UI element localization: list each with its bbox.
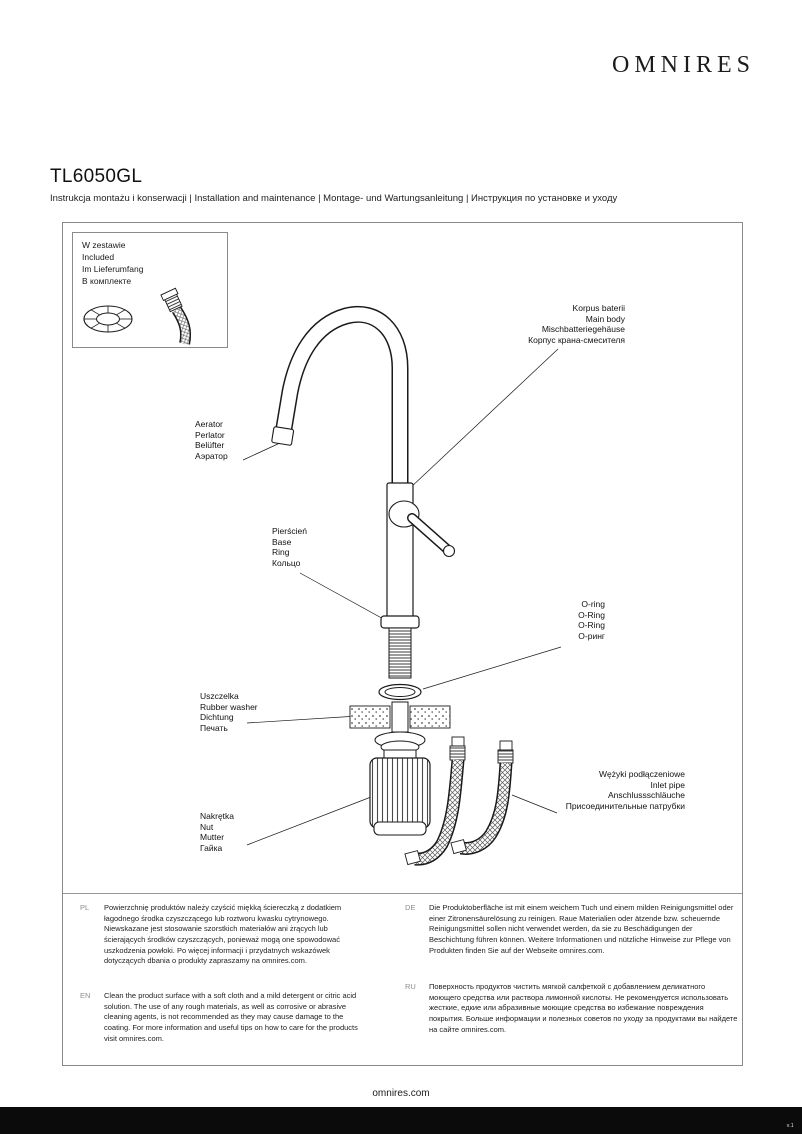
included-line-ru: В комплекте: [82, 275, 132, 286]
footer-website: omnires.com: [372, 1088, 430, 1099]
subtitle: Instrukcja montażu i konserwacji | Insta…: [50, 193, 618, 204]
part-label-line: Гайка: [200, 842, 223, 853]
part-label-line: Korpus baterii: [572, 303, 625, 313]
care-note-text-pl: Powierzchnię produktów należy czyścić mi…: [104, 903, 342, 966]
part-label-line: Rubber washer: [200, 701, 258, 712]
label-main-body: Korpus baterii Main body Mischbatteriege…: [445, 303, 625, 345]
included-box: W zestawie Included Im Lieferumfang В ко…: [72, 232, 228, 348]
panel-divider: [63, 893, 742, 894]
part-label-line: Inlet pipe: [650, 779, 686, 790]
part-label-line: Nakrętka: [200, 811, 235, 821]
part-label-line: Mischbatteriegehäuse: [541, 324, 625, 334]
part-label-line: Main body: [585, 313, 625, 324]
included-parts-icons: [83, 287, 192, 345]
part-label-line: Nut: [200, 821, 214, 832]
care-note-de: DE Die Produktoberfläche ist mit einem w…: [405, 903, 739, 956]
care-note-text-en: Clean the product surface with a soft cl…: [104, 991, 358, 1043]
label-o-ring: O-ring O-Ring O-Ring О-ринг: [465, 599, 605, 641]
part-label-line: О-ринг: [578, 630, 605, 641]
care-note-text-de: Die Produktoberfläche ist mit einem weic…: [429, 903, 734, 955]
part-label-line: Печать: [200, 722, 228, 733]
included-line-en: Included: [82, 251, 115, 262]
part-label-line: O-Ring: [578, 609, 605, 620]
part-label-line: Anschlussschläuche: [607, 790, 685, 800]
included-line-pl: W zestawie: [82, 240, 126, 250]
care-note-en: EN Clean the product surface with a soft…: [80, 991, 362, 1044]
label-nut: Nakrętka Nut Mutter Гайка: [200, 811, 234, 853]
part-label-line: Wężyki podłączeniowe: [599, 769, 685, 779]
page-title: TL6050GL: [50, 166, 143, 187]
footer-bar-note: v.1: [786, 1123, 794, 1129]
part-label-line: Belüfter: [195, 440, 225, 450]
footer-bar: v.1: [0, 1107, 802, 1134]
part-label-line: Аэратор: [195, 450, 228, 461]
part-label-line: Base: [272, 536, 292, 547]
label-inlet-pipes: Wężyki podłączeniowe Inlet pipe Anschlus…: [485, 769, 685, 811]
label-aerator: Aerator Perlator Belüfter Аэратор: [195, 419, 228, 461]
lang-code-pl: PL: [80, 903, 90, 912]
brand-logo: OMNIRES: [611, 52, 755, 78]
part-label-line: Dichtung: [200, 712, 234, 722]
lang-code-ru: RU: [405, 982, 416, 991]
care-note-pl: PL Powierzchnię produktów należy czyścić…: [80, 903, 362, 967]
lang-code-de: DE: [405, 903, 416, 912]
hose-part-icon: [160, 287, 192, 345]
label-base-ring: Pierścień Base Ring Кольцо: [272, 526, 307, 568]
part-label-line: Корпус крана-смесителя: [528, 334, 625, 345]
part-label-line: Uszczelka: [200, 691, 239, 701]
included-line-de: Im Lieferumfang: [82, 263, 144, 274]
part-label-line: O-Ring: [578, 620, 605, 630]
part-label-line: Pierścień: [272, 526, 307, 536]
ring-part-icon: [83, 305, 133, 333]
diagram-panel: [62, 222, 743, 1066]
part-label-line: Присоединительные патрубки: [565, 800, 685, 811]
lang-code-en: EN: [80, 991, 91, 1000]
label-rubber-washer: Uszczelka Rubber washer Dichtung Печать: [200, 691, 258, 733]
part-label-line: O-ring: [581, 599, 605, 609]
care-note-text-ru: Поверхность продуктов чистить мягкой сал…: [429, 982, 738, 1034]
part-label-line: Perlator: [195, 429, 225, 440]
care-note-ru: RU Поверхность продуктов чистить мягкой …: [405, 982, 739, 1035]
part-label-line: Ring: [272, 547, 290, 557]
part-label-line: Кольцо: [272, 557, 301, 568]
part-label-line: Mutter: [200, 832, 225, 842]
part-label-line: Aerator: [195, 419, 223, 429]
